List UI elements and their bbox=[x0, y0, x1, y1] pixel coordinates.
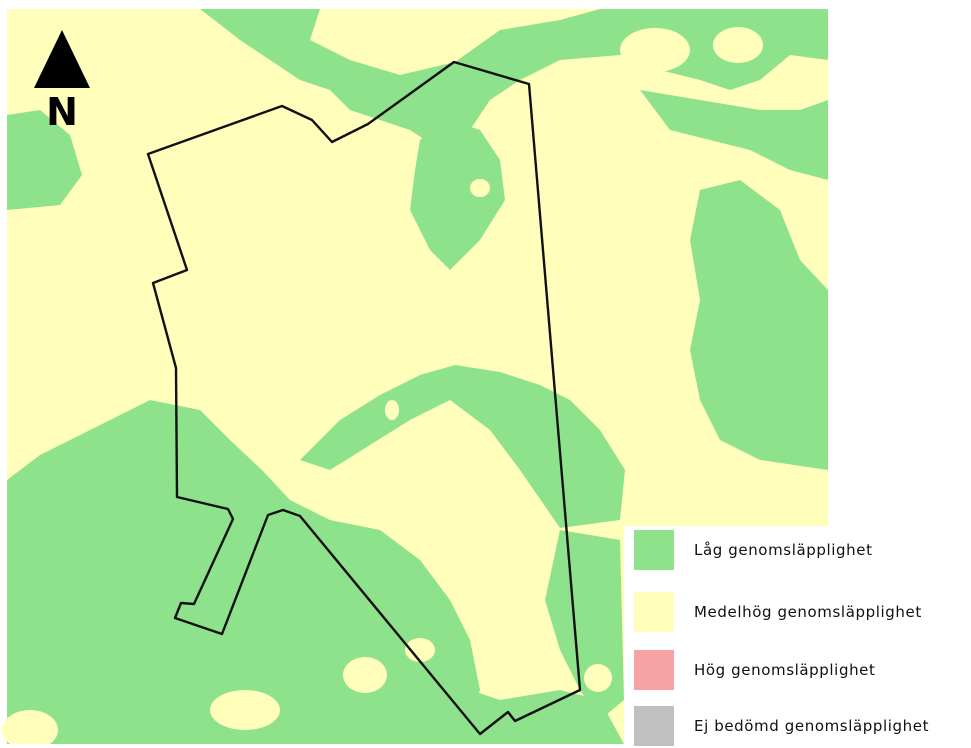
legend-swatch-high bbox=[634, 650, 674, 690]
patch-6 bbox=[210, 690, 280, 730]
zone-middle-band bbox=[300, 365, 625, 528]
legend-item-high: Hög genomsläpplighet bbox=[630, 648, 970, 692]
patch-4 bbox=[778, 65, 822, 95]
legend-swatch-unassessed bbox=[634, 706, 674, 746]
legend-item-unassessed: Ej bedömd genomsläpplighet bbox=[630, 704, 970, 748]
patch-9 bbox=[584, 664, 612, 692]
zone-northwest bbox=[7, 110, 82, 210]
legend-item-medium: Medelhög genomsläpplighet bbox=[630, 590, 970, 634]
patch-7 bbox=[2, 710, 58, 744]
patch-8 bbox=[405, 638, 435, 662]
legend-label-unassessed: Ej bedömd genomsläpplighet bbox=[694, 717, 930, 735]
map-legend: Låg genomsläpplighet Medelhög genomsläpp… bbox=[624, 526, 971, 746]
legend-label-medium: Medelhög genomsläpplighet bbox=[694, 603, 922, 621]
study-area-boundary bbox=[146, 60, 582, 736]
legend-item-low: Låg genomsläpplighet bbox=[630, 528, 970, 572]
zone-north-fork bbox=[410, 120, 505, 270]
legend-swatch-low bbox=[634, 530, 674, 570]
legend-label-low: Låg genomsläpplighet bbox=[694, 541, 873, 559]
legend-swatch-medium bbox=[634, 592, 674, 632]
zone-northeast bbox=[640, 90, 828, 180]
patch-3 bbox=[620, 28, 690, 72]
medium-permeability-patches bbox=[2, 27, 822, 744]
north-label: N bbox=[46, 90, 78, 134]
north-arrow-icon bbox=[34, 30, 90, 88]
patch-2 bbox=[385, 400, 399, 420]
map-margin-top bbox=[0, 0, 971, 9]
patch-10 bbox=[713, 27, 763, 63]
map-margin-left bbox=[0, 0, 7, 744]
patch-1 bbox=[470, 179, 490, 197]
north-arrow: N bbox=[30, 28, 94, 134]
patch-5 bbox=[343, 657, 387, 693]
zone-east bbox=[690, 180, 828, 470]
legend-label-high: Hög genomsläpplighet bbox=[694, 661, 876, 679]
